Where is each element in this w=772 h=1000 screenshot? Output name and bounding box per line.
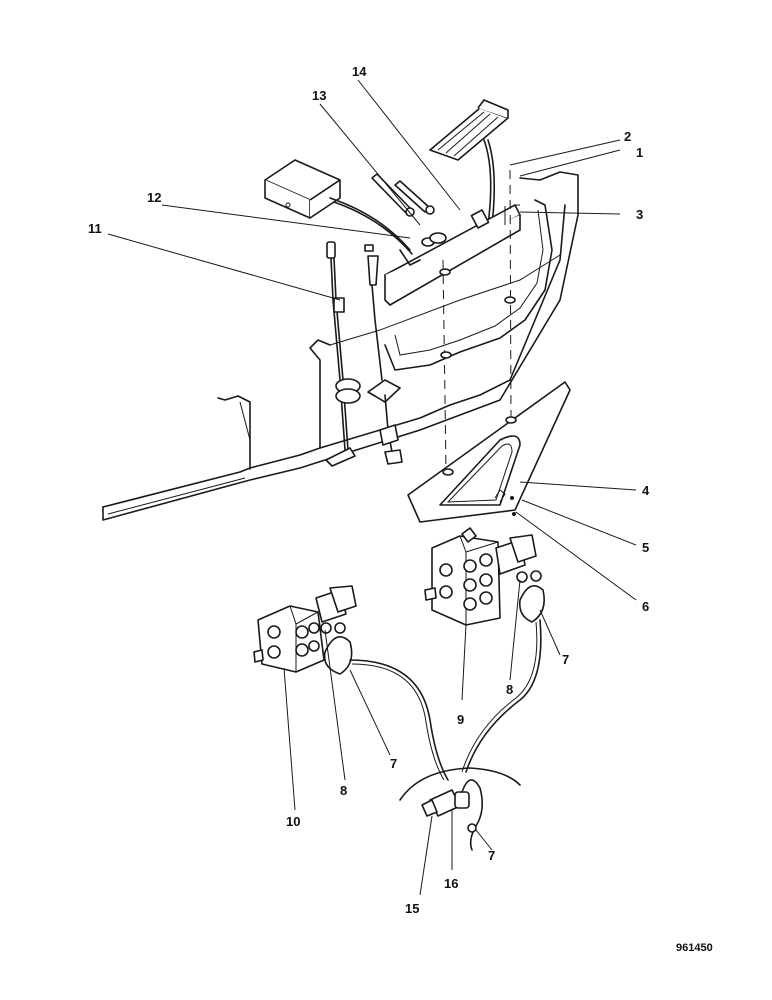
callout-8-left: 8 (340, 783, 347, 798)
callout-2: 2 (624, 129, 631, 144)
callout-14: 14 (352, 64, 367, 79)
callout-labels: 1 2 3 4 5 6 7 7 7 8 8 9 10 11 12 13 14 1… (88, 64, 713, 954)
callout-12: 12 (147, 190, 161, 205)
drawing-reference-number: 961450 (676, 942, 713, 954)
pedal-bracket (384, 204, 521, 306)
trim-panel (407, 381, 571, 523)
callout-10: 10 (286, 814, 300, 829)
callout-7-center: 7 (390, 756, 397, 771)
pressure-switch (421, 779, 484, 851)
switch-box (264, 159, 413, 255)
callout-6: 6 (642, 599, 649, 614)
callout-15: 15 (405, 901, 419, 916)
leader-lines (107, 79, 637, 896)
callout-13: 13 (312, 88, 326, 103)
callout-1: 1 (636, 145, 643, 160)
callout-3: 3 (636, 207, 643, 222)
callout-5: 5 (642, 540, 649, 555)
accelerator-pedal (429, 99, 509, 226)
solenoid-plug-left (320, 622, 353, 675)
control-valve-left (253, 585, 357, 673)
linkage-rods (371, 173, 447, 266)
callout-9: 9 (457, 712, 464, 727)
callout-7-right: 7 (562, 652, 569, 667)
callout-4: 4 (642, 483, 650, 498)
control-levers (325, 241, 403, 467)
control-valve-right (424, 527, 537, 626)
fixing-guide-lines (439, 169, 517, 516)
callout-7-bottom: 7 (488, 848, 495, 863)
callout-16: 16 (444, 876, 458, 891)
callout-8-right: 8 (506, 682, 513, 697)
wiring-harness (349, 619, 542, 801)
callout-11: 11 (88, 221, 102, 236)
solenoid-plug-right (516, 570, 545, 623)
